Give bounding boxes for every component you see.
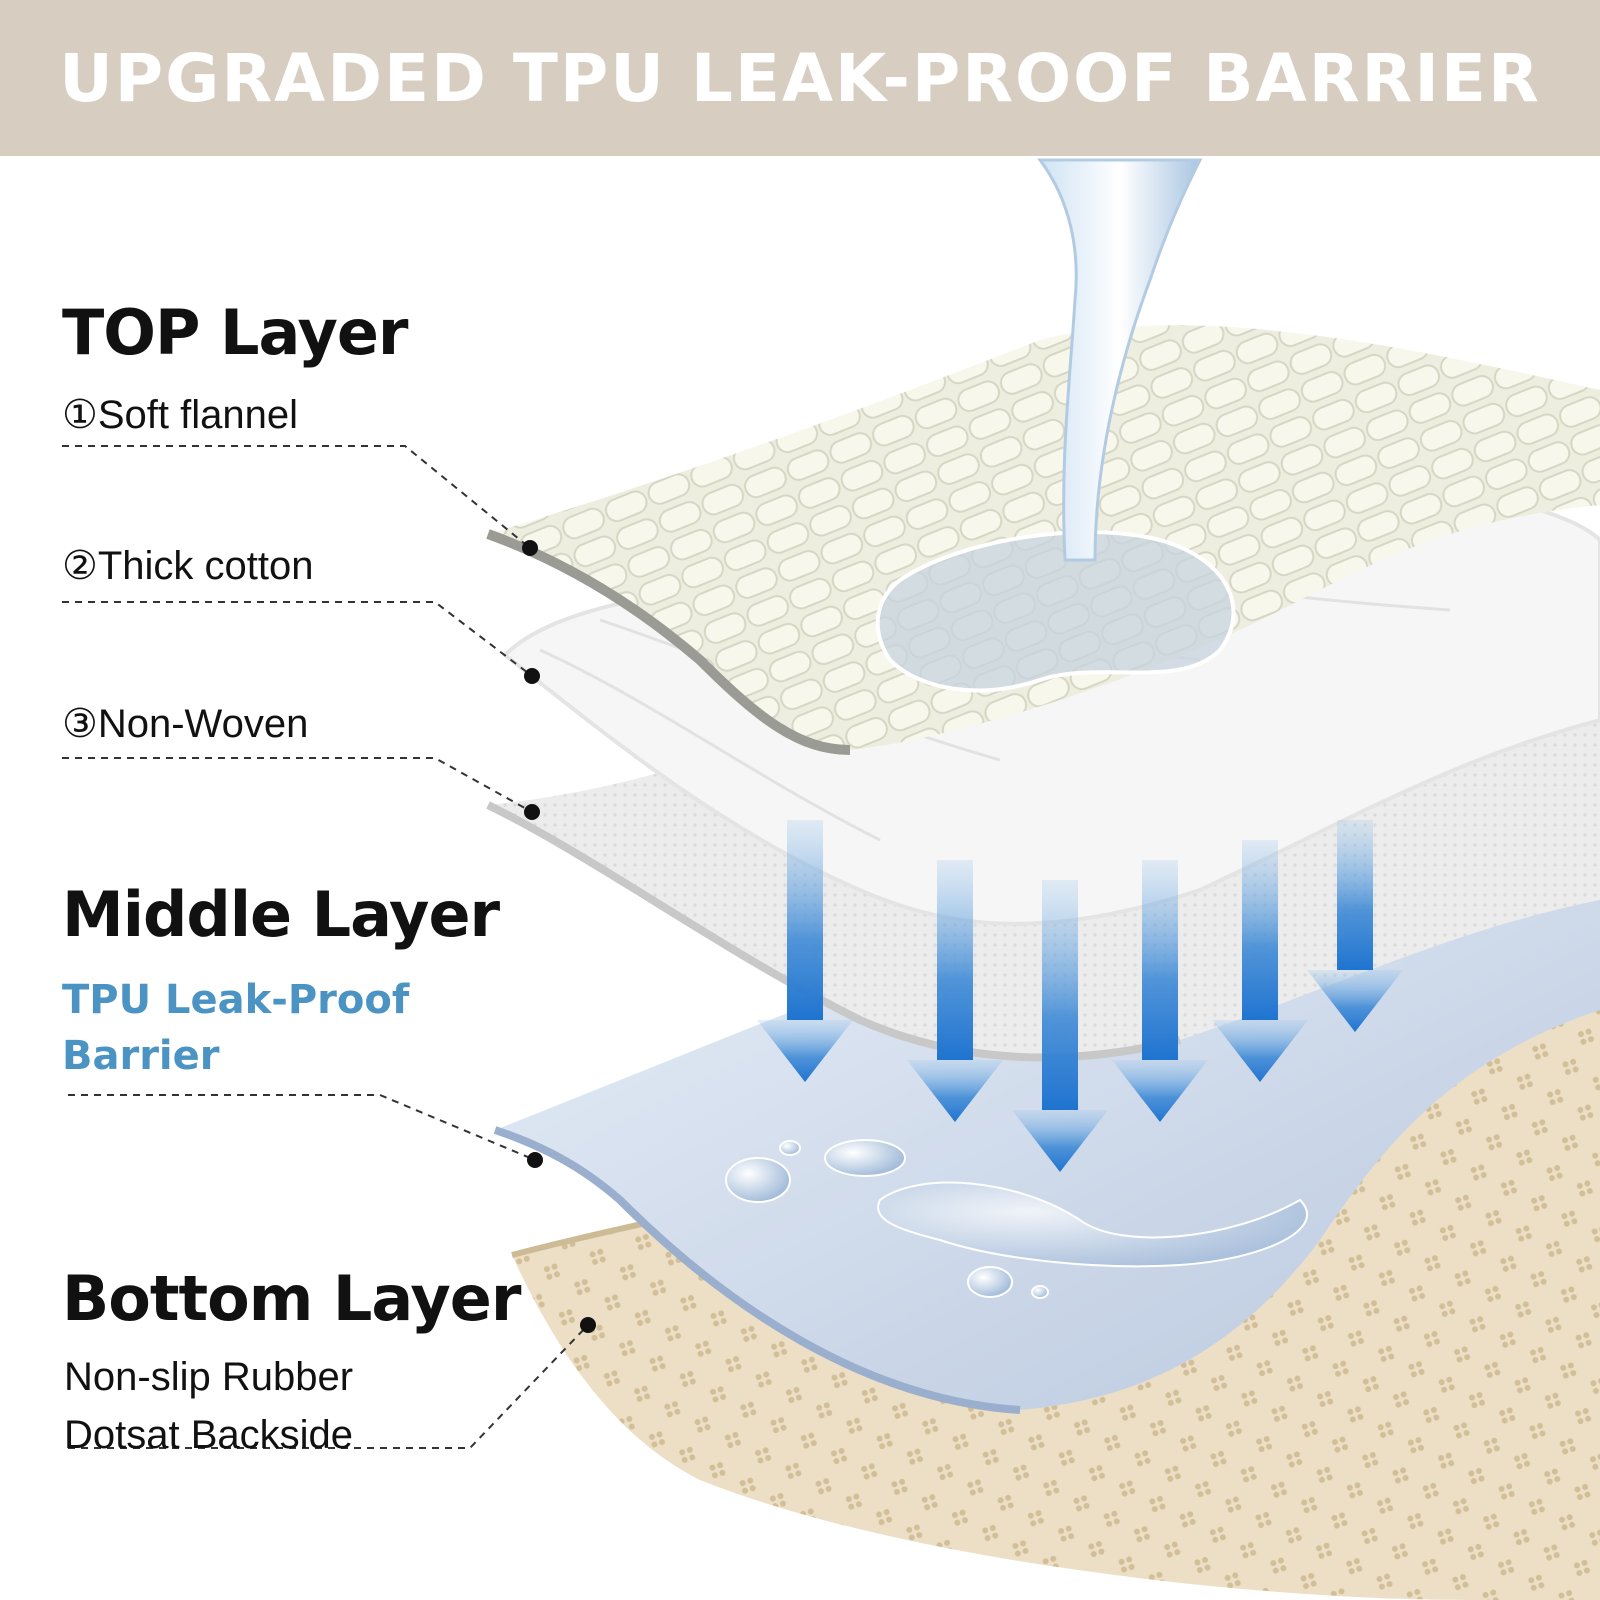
water-stream-icon bbox=[1037, 158, 1203, 562]
middle-layer-sub-1: TPU Leak-Proof bbox=[62, 977, 410, 1023]
bottom-layer-heading: Bottom Layer bbox=[62, 1262, 521, 1335]
leader-lines bbox=[62, 445, 589, 1449]
top-layer-heading: TOP Layer bbox=[62, 296, 409, 369]
bottom-layer-sub-2: Dotsat Backside bbox=[64, 1413, 354, 1457]
top-layer-item-1: ①Soft flannel bbox=[62, 393, 298, 437]
middle-layer-heading: Middle Layer bbox=[62, 878, 500, 951]
leader-dots bbox=[522, 540, 596, 1333]
bottom-layer-sub-1: Non-slip Rubber bbox=[64, 1355, 354, 1399]
banner-title: UPGRADED TPU LEAK-PROOF BARRIER bbox=[59, 39, 1541, 117]
down-arrow-icon bbox=[757, 820, 1403, 1172]
layer-illustration bbox=[62, 158, 1600, 1600]
top-layer-item-3: ③Non-Woven bbox=[62, 702, 309, 746]
water-droplet-icon bbox=[725, 1139, 1308, 1299]
top-layer-item-2: ②Thick cotton bbox=[62, 544, 314, 588]
title-banner: UPGRADED TPU LEAK-PROOF BARRIER bbox=[0, 0, 1600, 156]
middle-layer-sub-2: Barrier bbox=[62, 1033, 220, 1079]
